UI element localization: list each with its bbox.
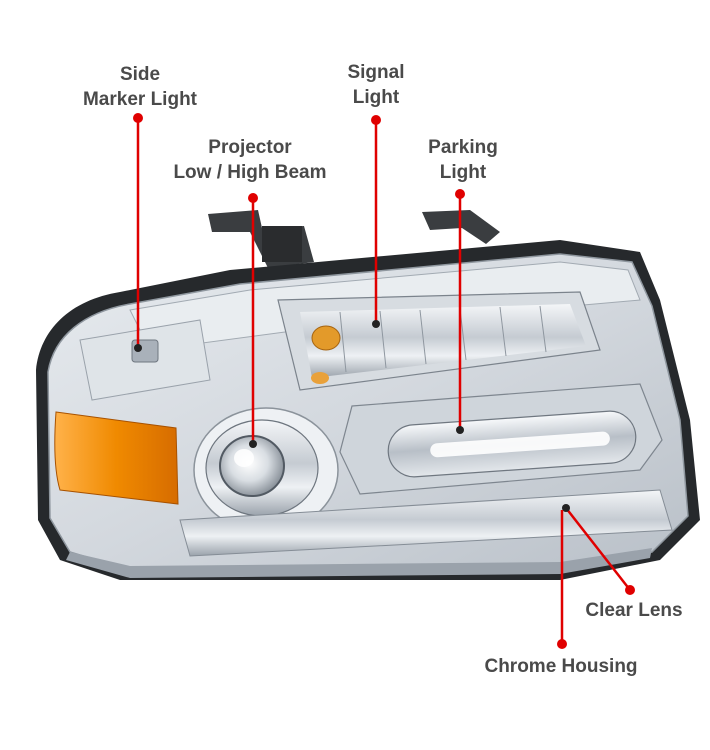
label-signal-light: Signal Light bbox=[326, 60, 426, 110]
leader-clear-lens bbox=[565, 507, 631, 591]
dot-projector-bottom bbox=[249, 440, 257, 448]
callout-leaders bbox=[133, 113, 635, 649]
side-marker-light bbox=[79, 319, 211, 401]
dot-clear-lens-top bbox=[562, 504, 570, 512]
dot-side-marker-bottom bbox=[134, 344, 142, 352]
label-signal-line2: Light bbox=[352, 87, 400, 108]
projector-low-high-beam bbox=[193, 407, 339, 533]
label-parking-line1: Parking bbox=[428, 137, 498, 158]
label-side-marker-line2: Marker Light bbox=[82, 89, 198, 110]
label-signal-line1: Signal bbox=[347, 62, 405, 83]
label-side-marker-line1: Side bbox=[119, 64, 161, 85]
label-parking-line2: Light bbox=[439, 162, 487, 183]
label-clear-lens: Clear Lens bbox=[585, 600, 683, 621]
label-projector: Projector Low / High Beam bbox=[150, 135, 350, 185]
label-projector-line2: Low / High Beam bbox=[173, 162, 327, 183]
dot-signal-top bbox=[371, 115, 381, 125]
mounting-bracket-left bbox=[208, 210, 314, 268]
clear-lens-edge bbox=[66, 548, 652, 578]
label-chrome-housing: Chrome Housing bbox=[484, 656, 638, 677]
signal-light-chamber bbox=[277, 291, 601, 391]
amber-reflector bbox=[54, 411, 179, 505]
dot-parking-bottom bbox=[456, 426, 464, 434]
parking-light-chamber bbox=[339, 383, 663, 495]
dot-clear-lens-bottom bbox=[625, 585, 635, 595]
dot-projector-top bbox=[248, 193, 258, 203]
lower-chrome-strip bbox=[179, 489, 673, 557]
label-projector-line1: Projector bbox=[208, 137, 292, 158]
dot-signal-bottom bbox=[372, 320, 380, 328]
label-parking-light: Parking Light bbox=[408, 135, 518, 185]
label-side-marker-light: Side Marker Light bbox=[70, 62, 210, 112]
dot-parking-top bbox=[455, 189, 465, 199]
dot-side-marker-top bbox=[133, 113, 143, 123]
dot-chrome-housing-bottom bbox=[557, 639, 567, 649]
